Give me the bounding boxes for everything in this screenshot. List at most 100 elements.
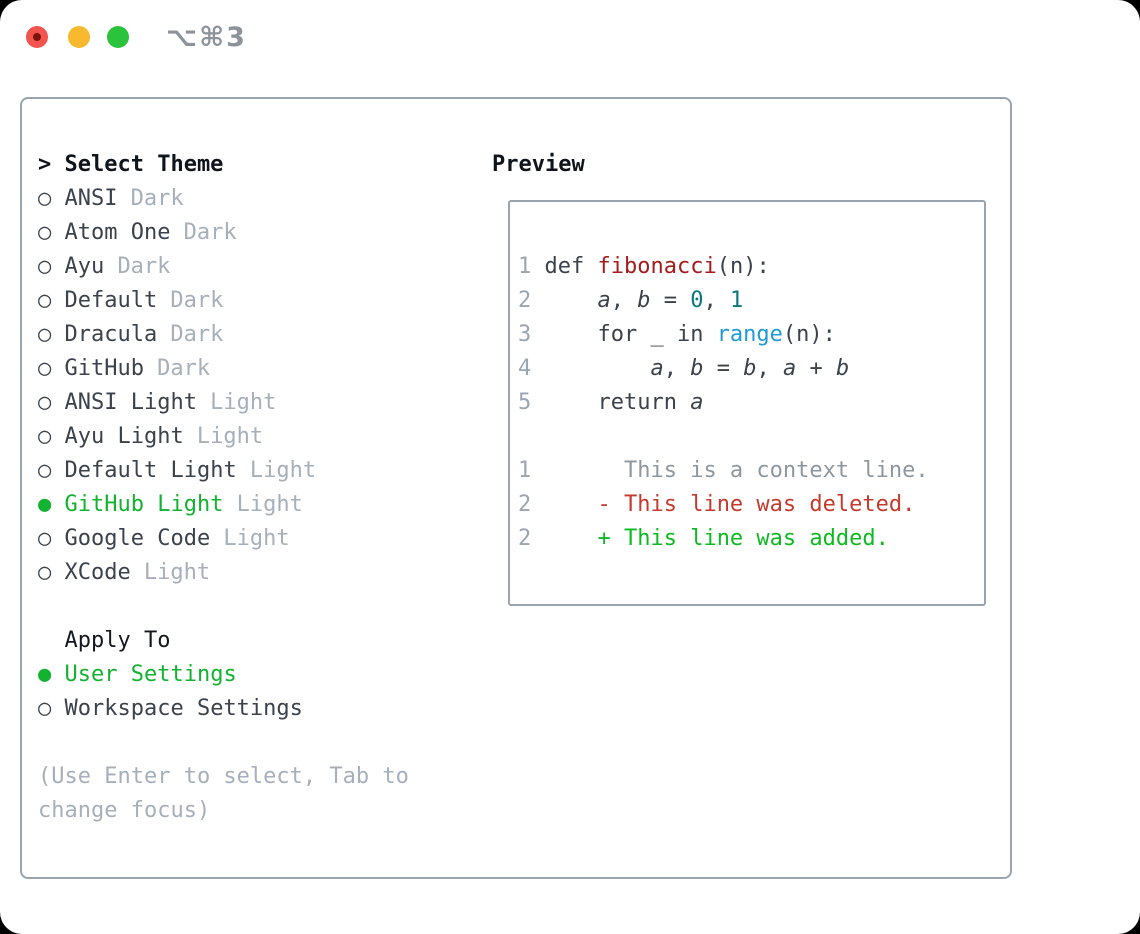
radio-unselected-icon: ○ (38, 458, 52, 483)
radio-unselected-icon: ○ (38, 288, 52, 313)
zoom-button[interactable] (107, 26, 129, 48)
code-segment-ln: 2 (518, 492, 545, 517)
code-segment-pl (545, 356, 651, 381)
code-line: 2 - This line was deleted. (518, 488, 929, 522)
spacer (38, 726, 478, 760)
code-segment-ln: 1 (518, 254, 545, 279)
theme-variant-tag: Light (223, 526, 290, 551)
apply-to-option[interactable]: ○ Workspace Settings (38, 692, 478, 726)
spacer (38, 590, 478, 624)
preview-title: Preview (492, 152, 585, 177)
window-shortcut-label: ⌥⌘3 (166, 22, 247, 53)
code-segment-pl (545, 526, 598, 551)
code-segment-ln: 2 (518, 288, 545, 313)
code-segment-pl: = (703, 356, 744, 381)
code-segment-var: b (835, 356, 850, 381)
close-button[interactable] (26, 26, 48, 48)
code-segment-pl (545, 492, 598, 517)
theme-name: Default Light (64, 458, 237, 483)
code-segment-del: - This line was deleted. (597, 492, 916, 517)
apply-to-title: Apply To (64, 628, 171, 653)
theme-name: Ayu (64, 254, 105, 279)
code-segment-pl: (n): (716, 254, 770, 279)
theme-variant-tag: Dark (130, 186, 184, 211)
apply-to-name: User Settings (64, 662, 237, 687)
apply-to-option[interactable]: ● User Settings (38, 658, 478, 692)
code-segment-pl: + (796, 356, 836, 381)
code-segment-num: 1 (729, 288, 744, 313)
theme-variant-tag: Dark (170, 322, 224, 347)
code-line (518, 420, 929, 454)
radio-unselected-icon: ○ (38, 220, 52, 245)
theme-option[interactable]: ○ Default Light Light (38, 454, 478, 488)
code-segment-pl: def (544, 254, 598, 279)
code-segment-ln: 5 (518, 390, 545, 415)
code-segment-add: + This line was added. (597, 526, 889, 551)
radio-unselected-icon: ○ (38, 560, 52, 585)
code-segment-pl: return (544, 390, 691, 415)
code-segment-var: b (637, 288, 651, 313)
code-segment-ln: 2 (518, 526, 545, 551)
code-segment-pl: , (610, 288, 638, 313)
code-line: 5 return a (518, 386, 929, 420)
radio-unselected-icon: ○ (38, 696, 52, 721)
hint-line-2: change focus) (38, 798, 211, 823)
select-theme-title: > Select Theme (38, 152, 224, 177)
code-segment-num: 0 (690, 288, 704, 313)
code-segment-ctx: This is a context line. (544, 458, 929, 483)
apply-to-name: Workspace Settings (64, 696, 303, 721)
code-segment-pl (545, 288, 598, 313)
code-line: 1 def fibonacci(n): (518, 250, 929, 284)
radio-unselected-icon: ○ (38, 390, 52, 415)
code-segment-pl: for _ in (544, 322, 717, 347)
code-segment-pl: , (663, 356, 691, 381)
radio-selected-icon: ● (38, 662, 52, 687)
theme-name: Default (64, 288, 158, 313)
minimize-button[interactable] (68, 26, 90, 48)
code-segment-fn: fibonacci (597, 254, 717, 279)
theme-name: Ayu Light (64, 424, 184, 449)
theme-name: ANSI (64, 186, 118, 211)
apply-to-list: ● User Settings ○ Workspace Settings (38, 658, 478, 726)
code-segment-pl: , (756, 356, 783, 381)
theme-variant-tag: Dark (183, 220, 237, 245)
radio-unselected-icon: ○ (38, 526, 52, 551)
theme-variant-tag: Light (249, 458, 317, 483)
theme-variant-tag: Dark (117, 254, 171, 279)
theme-name: ANSI Light (64, 390, 197, 415)
theme-variant-tag: Light (210, 390, 277, 415)
theme-option[interactable]: ○ Atom One Dark (38, 216, 478, 250)
code-line: 4 a, b = b, a + b (518, 352, 929, 386)
code-segment-call: range (716, 322, 783, 347)
theme-name: Dracula (64, 322, 158, 347)
theme-option[interactable]: ○ ANSI Light Light (38, 386, 478, 420)
code-line: 2 a, b = 0, 1 (518, 284, 929, 318)
theme-variant-tag: Light (236, 492, 303, 517)
code-segment-var: a (650, 356, 664, 381)
code-segment-var: a (597, 288, 611, 313)
theme-option[interactable]: ○ Google Code Light (38, 522, 478, 556)
code-segment-var: a (690, 390, 704, 415)
radio-unselected-icon: ○ (38, 186, 52, 211)
theme-name: GitHub Light (64, 492, 224, 517)
theme-variant-tag: Dark (157, 356, 211, 381)
code-line: 1 This is a context line. (518, 454, 929, 488)
theme-name: Atom One (64, 220, 171, 245)
hint-line-1: (Use Enter to select, Tab to (38, 764, 409, 789)
theme-name: Google Code (64, 526, 211, 551)
code-segment-ln: 4 (518, 356, 545, 381)
code-segment-pl: = (650, 288, 691, 313)
code-segment-var: b (690, 356, 704, 381)
theme-option[interactable]: ○ ANSI Dark (38, 182, 478, 216)
code-segment-var: b (743, 356, 757, 381)
